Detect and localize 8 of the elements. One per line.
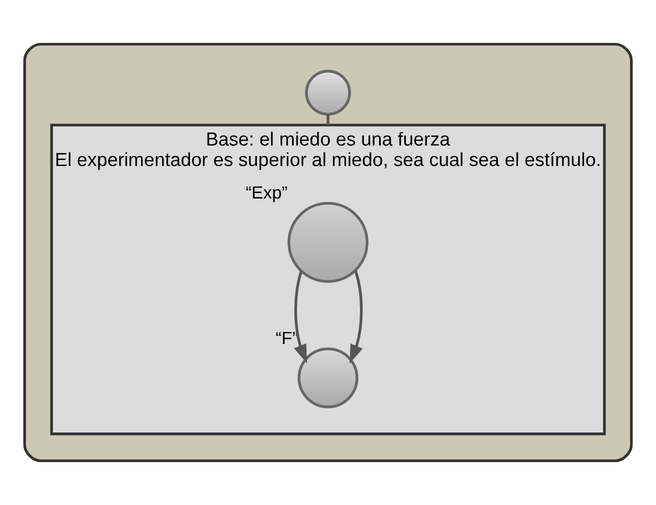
node-circle xyxy=(305,70,351,116)
node-label: “Exp” xyxy=(246,182,288,202)
cluster xyxy=(23,42,633,462)
arrow xyxy=(294,270,308,364)
connector xyxy=(326,114,330,126)
node-circle xyxy=(298,348,358,408)
arrow xyxy=(350,270,363,364)
node-circle xyxy=(288,202,368,283)
